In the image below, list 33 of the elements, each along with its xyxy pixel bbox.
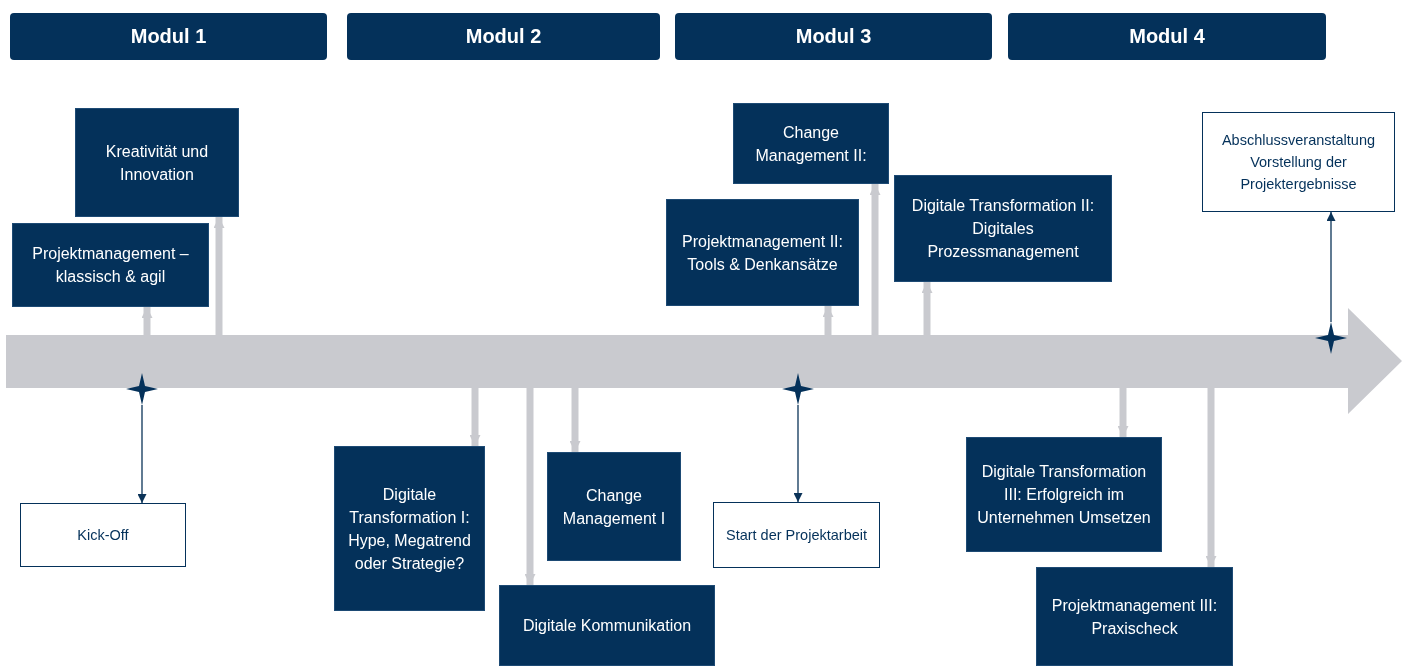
connector-arrow [213,217,225,335]
topic-box: Projektmanagement II: Tools & Denkansätze [666,199,859,306]
connector-arrow [141,307,153,335]
topic-box: Change Management II: [733,103,889,184]
milestone-box: Kick-Off [20,503,186,567]
timeline-arrow [6,308,1402,414]
topic-box: Digitale Transformation I: Hype, Megatrend oder Strategie? [334,446,485,611]
topic-box: Digitale Kommunikation [499,585,715,666]
milestone-box: Start der Projektarbeit [713,502,880,568]
connector-arrow [569,388,581,452]
topic-box: Digitale Transformation III: Erfolgreich im Unternehmen Umsetzen [966,437,1162,552]
milestone-box: Abschlussveranstaltung Vorstellung der Projektergebnisse [1202,112,1395,212]
topic-box: Digitale Transformation II: Digitales Prozessmanagement [894,175,1112,282]
topic-box: Projektmanagement III: Praxischeck [1036,567,1233,666]
connector-arrow [1117,388,1129,437]
connector-arrow [1326,211,1336,323]
connector-arrow [921,282,933,335]
connector-arrow [524,388,536,585]
connector-arrow [793,404,803,503]
connector-arrow [137,404,147,504]
module-header: Modul 1 [10,13,327,60]
topic-box: Kreativität und Innovation [75,108,239,217]
module-header: Modul 2 [347,13,660,60]
topic-box: Change Management I [547,452,681,561]
connector-arrow [1205,388,1217,567]
connector-arrow [869,184,881,335]
module-header: Modul 4 [1008,13,1326,60]
connector-arrow [822,306,834,335]
topic-box: Projektmanagement – klassisch & agil [12,223,209,307]
star-marker [782,373,814,405]
module-header: Modul 3 [675,13,992,60]
connector-arrow [469,388,481,446]
star-marker [126,373,158,405]
